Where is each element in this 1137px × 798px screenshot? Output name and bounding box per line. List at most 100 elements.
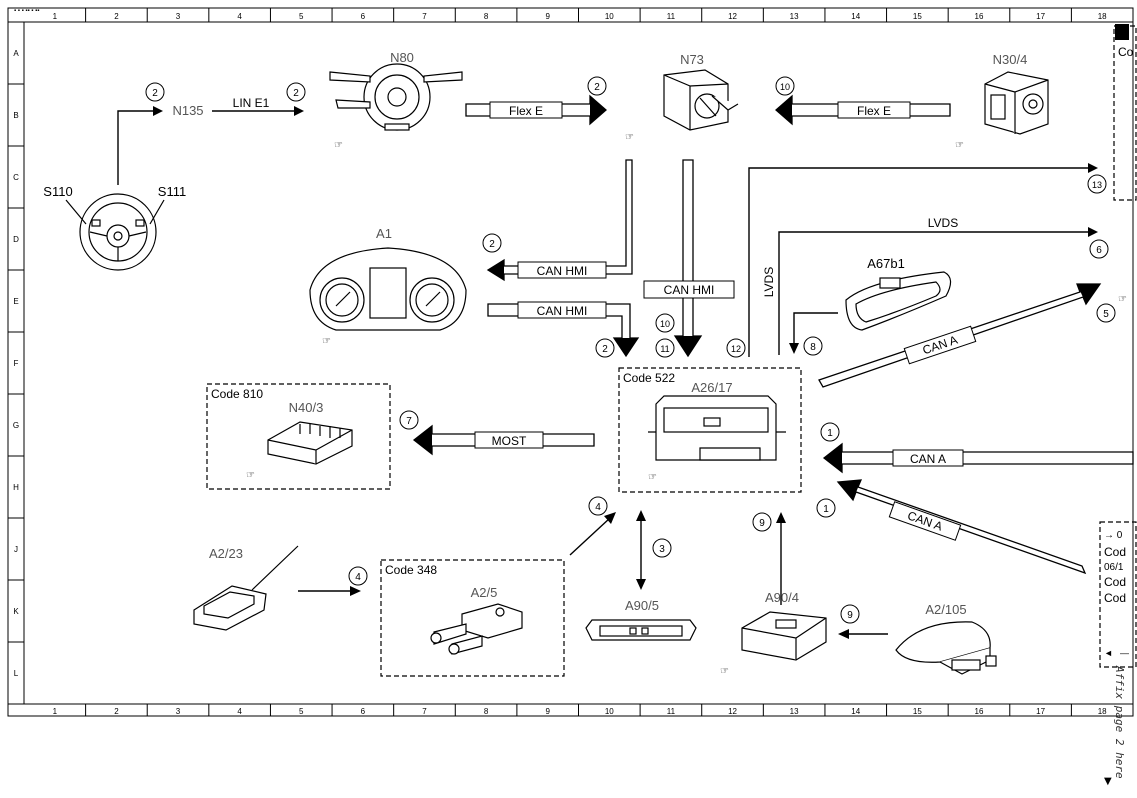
grid-row-label: E [13,297,18,306]
grid-col-label: 12 [728,707,737,716]
grid-col-label: 6 [361,12,366,21]
marker-circle [482,233,502,253]
grid-col-label: 18 [1098,12,1107,21]
can-hmi-1-label-box [517,261,607,279]
amplifier-icon [267,421,353,465]
label-a26-17: A26/17 [691,380,732,395]
marker-number: 1 [823,504,829,515]
grid-col-label: 16 [975,707,984,716]
reference-hand-icon: ☞ [1118,294,1127,305]
grid-row-label: J [14,545,18,554]
grid-col-label: 13 [790,12,799,21]
can-hmi-2-label: CAN HMI [537,304,588,318]
marker-number: 2 [594,82,600,93]
can-a-2-label-box [892,449,964,467]
antenna-module-icon [193,545,299,631]
code-522-box [618,367,802,493]
flex-e-1-label: Flex E [509,104,543,118]
label-n73: N73 [680,52,704,67]
marker-number: 13 [1092,180,1102,190]
can-a-1-label-box [903,325,977,365]
marker-circle [399,410,419,430]
affix-arrow-icon: ▼ [1104,776,1112,787]
grid-col-label: 8 [484,707,489,716]
can-hmi-3-bus [673,159,703,358]
header-text: ▪ ▪ ▪ ▪▪ ▪ ▪▪ [14,8,39,14]
reference-hand-icon: ☞ [334,140,343,151]
roof-antenna-icon [895,621,997,675]
s110-leader [65,199,87,225]
label-n135: N135 [172,103,203,118]
grid-col-label: 5 [299,12,304,21]
most-label: MOST [492,434,527,448]
grid-col-label: 10 [605,12,614,21]
affix-note: Affix page 2 here [1113,666,1126,779]
grid-row-label: C [13,173,19,182]
antenna-amplifier-icon [430,603,523,655]
marker-circle [587,76,607,96]
ignition-switch-icon [663,69,739,131]
a67b1-line [793,312,838,345]
marker-number: 2 [152,88,158,99]
reference-icons: ☞ ☞ ☞ ☞ ☞ ☞ ☞ ☞ [246,132,1127,677]
right-code-a: Co [1118,45,1134,59]
reference-hand-icon: ☞ [648,472,657,483]
grid-col-label: 3 [176,707,181,716]
label-n30-4: N30/4 [993,52,1028,67]
can-a-2-label: CAN A [910,452,946,466]
marker-circle [595,338,615,358]
grid-row-label: K [13,607,19,616]
grid-col-label: 12 [728,12,737,21]
can-hmi-3-label: CAN HMI [664,283,715,297]
code-348-label: Code 348 [385,563,437,577]
label-s111: S111 [158,184,186,199]
grid-col-label: 2 [114,707,119,716]
steering-wheel-icon [79,193,157,271]
grid-col-label: 18 [1098,707,1107,716]
steering-column-module-icon [329,63,463,131]
corner-marker [1115,24,1129,40]
can-a-3-bus [836,479,1087,575]
marker-number: 7 [406,416,412,427]
grid-row-label: G [13,421,19,430]
label-n40-3: N40/3 [289,400,324,415]
code-810-box [206,383,391,490]
grid-row-label: H [13,483,19,492]
code-810-label: Code 810 [211,387,263,401]
can-hmi-3-label-box [643,280,735,299]
marker-number: 4 [355,572,361,583]
label-a2-5: A2/5 [471,585,498,600]
marker-circle [840,604,860,624]
marker-circle [820,422,840,442]
label-s110: S110 [43,184,72,199]
grid-row-label: A [13,49,19,58]
grid-frame [7,7,1134,717]
grid-col-label: 14 [851,12,860,21]
bus-arrowheads [414,96,1100,500]
marker-number: 11 [660,344,669,354]
marker-circle [775,76,795,96]
steering-to-n135-line [117,110,155,185]
label-a1: A1 [376,226,392,241]
lvds-line-6 [778,231,1090,355]
grid-col-label: 6 [361,707,366,716]
marker-number: 1 [827,428,833,439]
right-arrow-marker: — [1120,648,1129,658]
can-a-2-bus [822,442,1134,474]
right-code-b3: 06/1 [1104,562,1124,573]
right-box-bottom [1099,521,1137,668]
grid-col-label: 17 [1036,12,1045,21]
grid-col-label: 17 [1036,707,1045,716]
grid-col-label: 10 [605,707,614,716]
grid-row-label: F [14,359,19,368]
reference-hand-icon: ☞ [246,470,255,481]
flex-e-2-label: Flex E [857,104,891,118]
marker-circle [1089,239,1109,259]
marker-number: 2 [489,239,495,250]
reference-hand-icon: ☞ [322,336,331,347]
thin-arrowheads [153,106,1098,639]
marker-circle [816,498,836,518]
